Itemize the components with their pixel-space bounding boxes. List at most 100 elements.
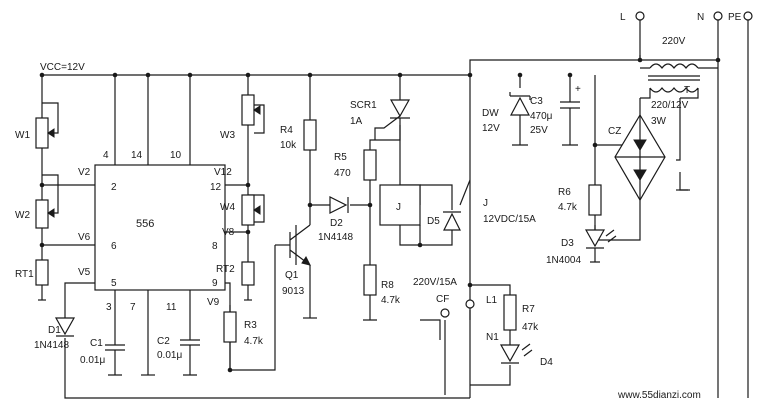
transistor-q1 — [289, 224, 311, 266]
pin-11: 11 — [166, 302, 177, 313]
labels: VCC=12V 556 4 14 10 2 6 5 12 8 9 3 7 11 … — [15, 12, 742, 401]
pin-10: 10 — [170, 150, 182, 161]
value-d1: 1N4148 — [34, 340, 69, 351]
value-t-power: 3W — [651, 116, 667, 127]
label-r6: R6 — [558, 187, 571, 198]
label-w3: W3 — [220, 130, 235, 141]
label-pe: PE — [728, 12, 742, 23]
pin-6: 6 — [111, 241, 117, 252]
label-c3: C3 — [530, 96, 543, 107]
diode-d5 — [443, 211, 461, 231]
value-r6: 4.7k — [558, 202, 578, 213]
ic-556 — [94, 164, 226, 291]
label-vcc: VCC=12V — [40, 62, 85, 73]
label-l1: L1 — [486, 295, 498, 306]
watermark: www.55dianzi.com — [617, 390, 701, 401]
label-r4: R4 — [280, 125, 293, 136]
terminal-l — [635, 11, 645, 21]
value-d3: 1N4004 — [546, 255, 581, 266]
socket-terminal-l — [465, 299, 475, 309]
zener-dw — [509, 92, 531, 116]
label-mains: 220V — [662, 36, 686, 47]
value-q1: 9013 — [282, 286, 305, 297]
pin-7: 7 — [130, 302, 136, 313]
pin-5: 5 — [111, 278, 117, 289]
label-c1: C1 — [90, 338, 103, 349]
value-c3-cap: 470μ — [530, 111, 553, 122]
value-t-ratio: 220/12V — [651, 100, 689, 111]
wiper-w3-icon — [253, 105, 261, 115]
label-n: N — [697, 12, 704, 23]
resistor-r5 — [363, 149, 377, 181]
label-r7: R7 — [522, 304, 535, 315]
relay-coil-j — [379, 184, 421, 226]
value-relay: 12VDC/15A — [483, 214, 536, 225]
label-n1: N1 — [486, 332, 499, 343]
plus-sign: + — [575, 84, 581, 95]
resistor-r7 — [503, 294, 517, 331]
value-c2: 0.01μ — [157, 350, 182, 361]
thermistor-rt2 — [241, 261, 255, 286]
node-v6: V6 — [78, 232, 91, 243]
label-q1: Q1 — [285, 270, 299, 281]
value-c1: 0.01μ — [80, 355, 105, 366]
label-dw: DW — [482, 108, 499, 119]
label-w1: W1 — [15, 130, 30, 141]
transformer-t — [640, 63, 718, 99]
wiper-w4-icon — [253, 205, 261, 215]
capacitor-c1 — [105, 330, 125, 358]
pin-2: 2 — [111, 182, 117, 193]
label-rt1: RT1 — [15, 269, 34, 280]
diode-d1 — [54, 317, 76, 337]
value-dw: 12V — [482, 123, 500, 134]
label-relay: J — [483, 198, 488, 209]
pin-14: 14 — [131, 150, 143, 161]
capacitor-c3 — [560, 90, 580, 120]
label-d4: D4 — [540, 357, 553, 368]
pot-w3 — [241, 94, 255, 126]
relay-contact — [459, 179, 471, 206]
pin-3: 3 — [106, 302, 112, 313]
node-v8: V8 — [222, 227, 235, 238]
label-d1: D1 — [48, 325, 61, 336]
pot-w4 — [241, 194, 255, 226]
pot-w1 — [35, 117, 49, 149]
label-d5: D5 — [427, 216, 440, 227]
label-w4: W4 — [220, 202, 235, 213]
node-v9: V9 — [207, 297, 220, 308]
socket-terminal-n — [440, 308, 450, 318]
label-cz: CZ — [608, 126, 621, 137]
label-d3: D3 — [561, 238, 574, 249]
pin-12: 12 — [210, 182, 222, 193]
resistor-r8 — [363, 264, 377, 296]
value-r4: 10k — [280, 140, 297, 151]
bridge-cz — [614, 113, 666, 202]
led-d3 — [584, 229, 617, 263]
wiper-w2-icon — [47, 208, 55, 218]
value-c3-volt: 25V — [530, 125, 548, 136]
label-scr1: SCR1 — [350, 100, 377, 111]
pot-w2 — [35, 199, 49, 229]
label-r5: R5 — [334, 152, 347, 163]
value-r8: 4.7k — [381, 295, 401, 306]
label-l: L — [620, 12, 626, 23]
node-v2: V2 — [78, 167, 91, 178]
scr1 — [374, 99, 411, 140]
value-r7: 47k — [522, 322, 539, 333]
label-rt2: RT2 — [216, 264, 235, 275]
pin-4: 4 — [103, 150, 109, 161]
resistor-r6 — [588, 184, 602, 216]
resistor-r4 — [303, 119, 317, 151]
value-scr1: 1A — [350, 116, 363, 127]
label-w2: W2 — [15, 210, 30, 221]
pin-8: 8 — [212, 241, 218, 252]
wiper-w1-icon — [47, 128, 55, 138]
value-d2: 1N4148 — [318, 232, 353, 243]
label-cf: CF — [436, 294, 449, 305]
diode-d2 — [329, 196, 349, 214]
value-cf: 220V/15A — [413, 277, 457, 288]
label-relay-coil: J — [396, 202, 401, 213]
label-ic: 556 — [136, 218, 154, 230]
label-c2: C2 — [157, 336, 170, 347]
